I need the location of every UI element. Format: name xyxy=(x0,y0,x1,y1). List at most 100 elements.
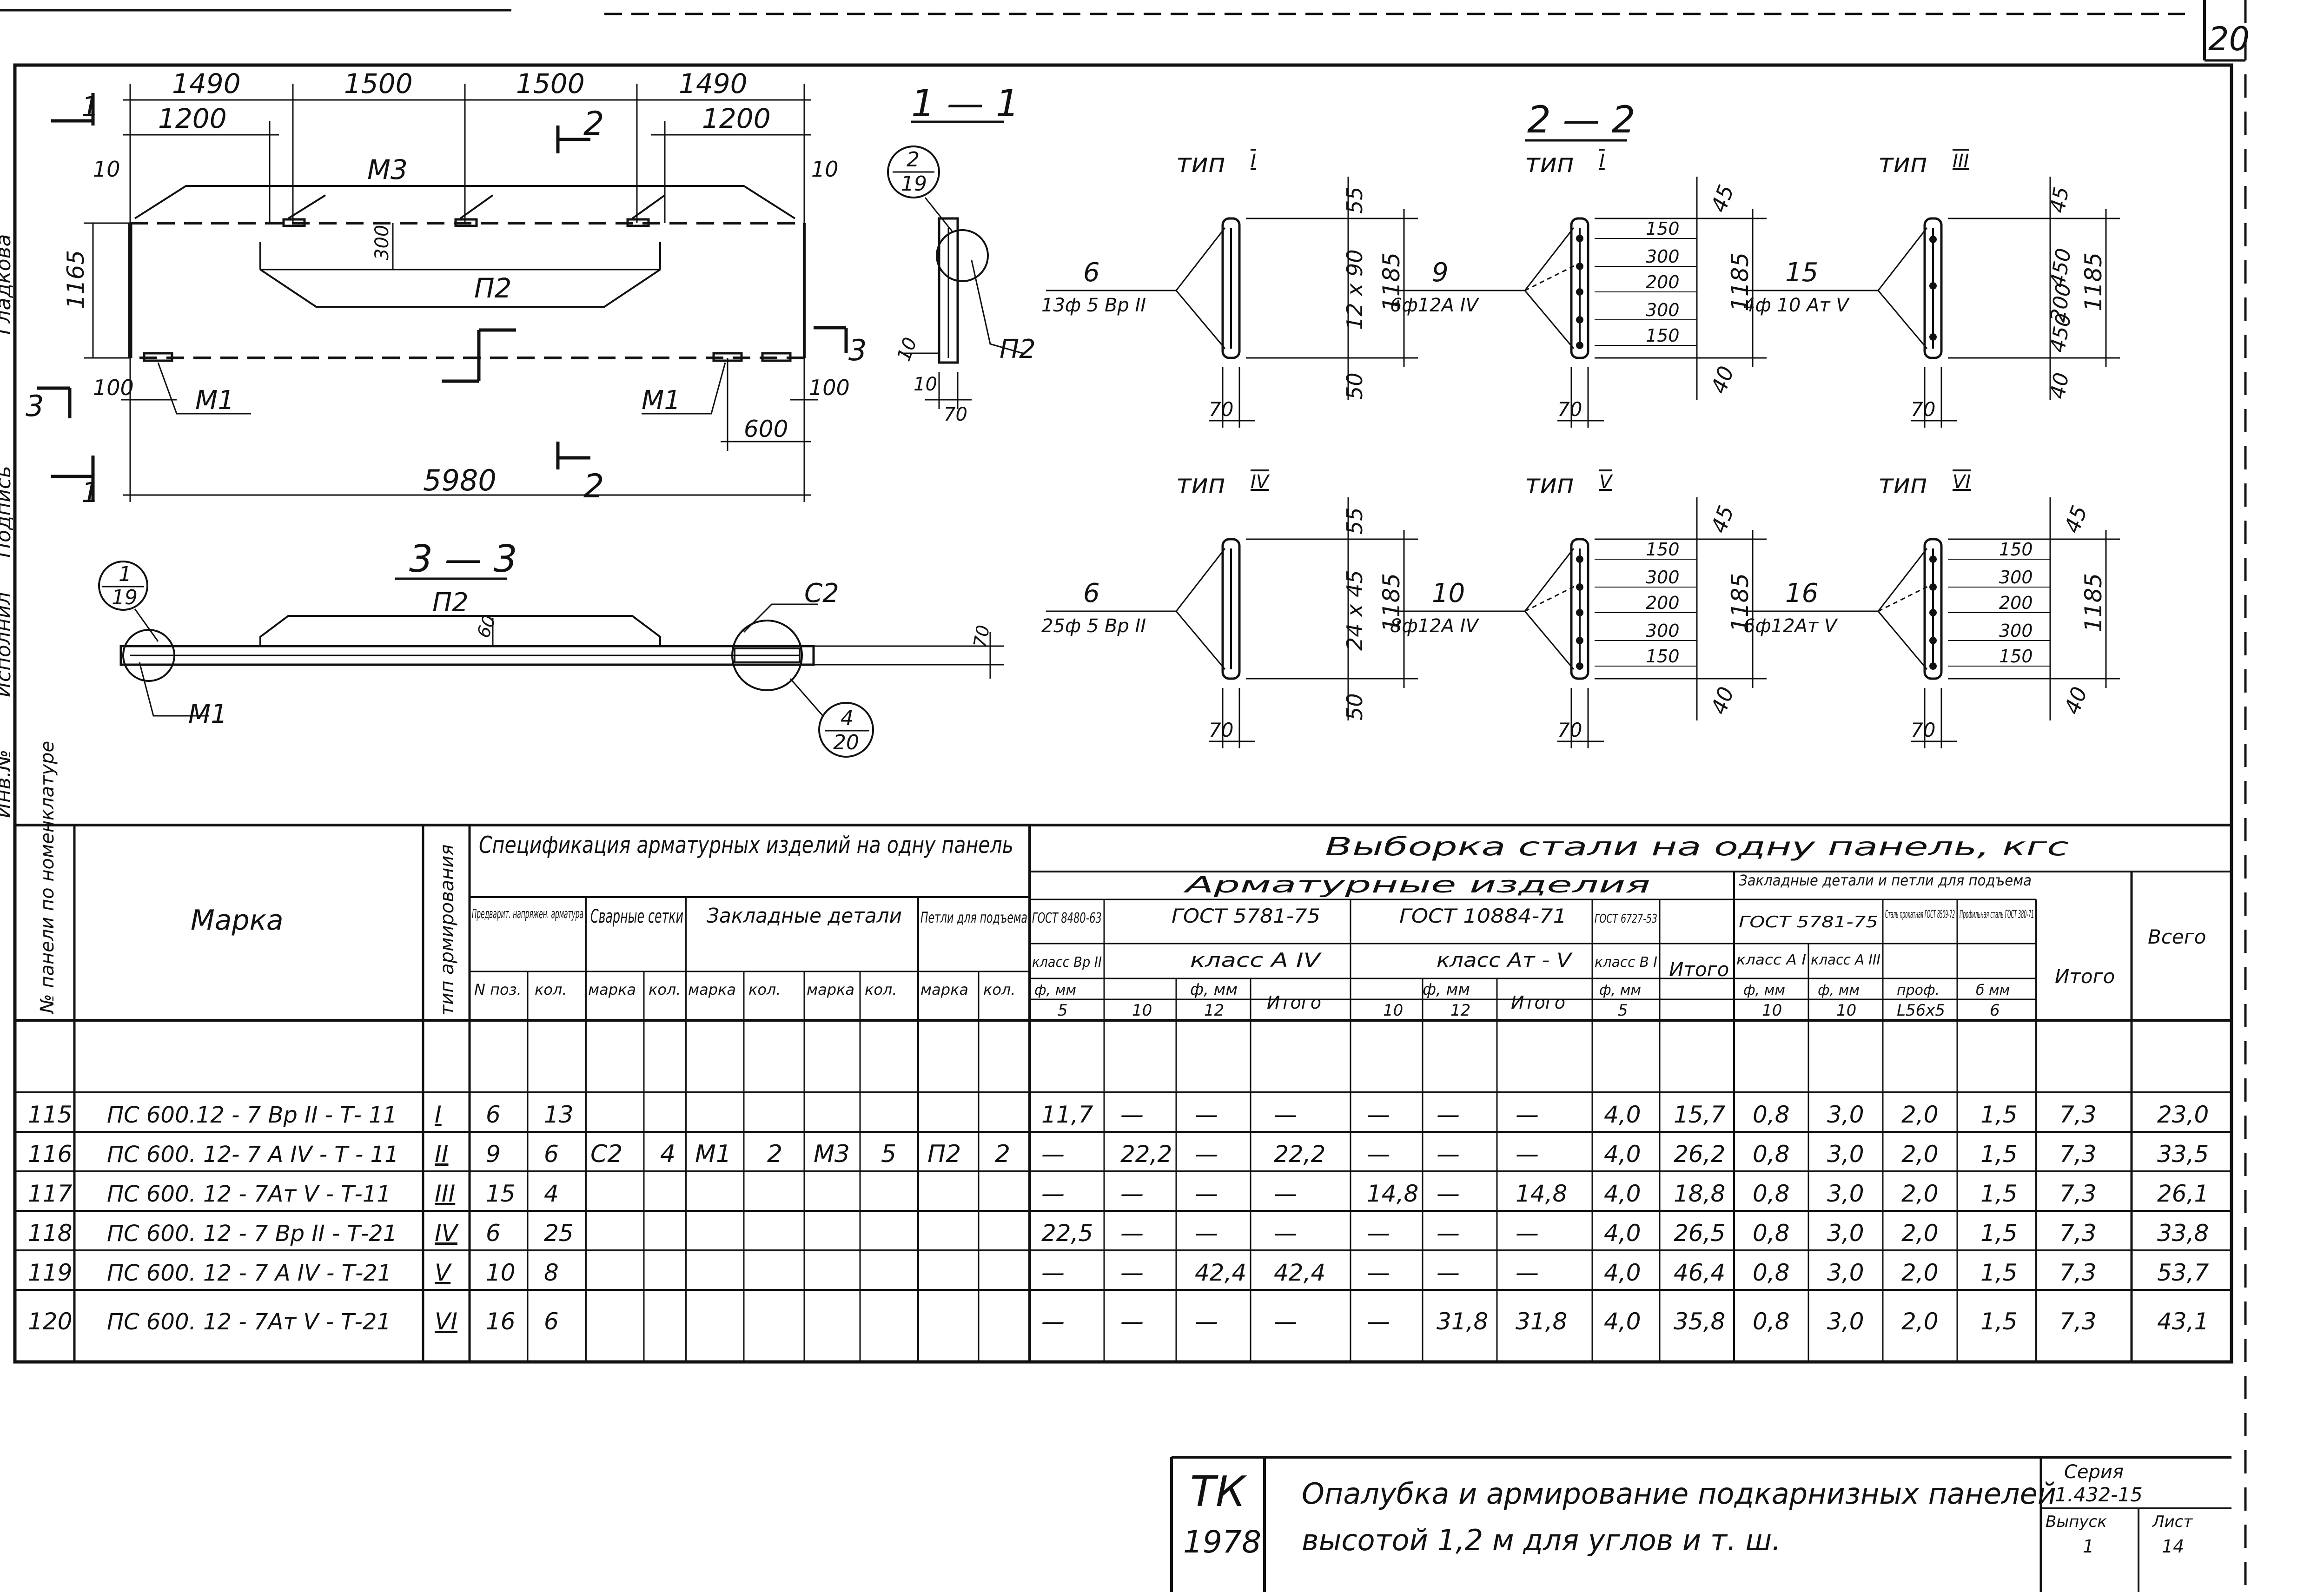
row-steel-a-total: — xyxy=(1274,1220,1297,1247)
bar-leader xyxy=(1524,548,1575,670)
sheet-value: 14 xyxy=(2162,1536,2184,1557)
row-steel-a10: — xyxy=(1120,1308,1144,1335)
row-count: 8 xyxy=(544,1259,559,1286)
type-label: тип xyxy=(1176,469,1225,499)
row-panel-no: 115 xyxy=(28,1101,72,1128)
dim-bottom: 40 xyxy=(2059,683,2092,717)
section-3-3-70: 70 xyxy=(970,623,994,649)
section-3-3-m1: М1 xyxy=(188,699,227,729)
shared-m1-kol: 2 xyxy=(767,1140,782,1168)
header-gost10884: ГОСТ 10884-71 xyxy=(1399,905,1567,927)
plan-labels: 1490 1500 1500 1490 1200 1200 М3 П2 1165… xyxy=(26,68,867,509)
bar-dot xyxy=(1576,342,1583,349)
bar-spacing: 150 xyxy=(1646,218,1680,239)
bar-dot xyxy=(1576,583,1583,591)
bar-position: 6 xyxy=(1083,578,1100,608)
row-steel-at12: — xyxy=(1437,1220,1460,1247)
plan-10-left: 10 xyxy=(93,157,120,182)
margin-text-2: Исполнил xyxy=(0,592,15,697)
bar-spacing: 150 xyxy=(1646,646,1680,667)
row-steel-a10: 22,2 xyxy=(1120,1141,1172,1168)
row-steel-br: — xyxy=(1041,1259,1065,1286)
row-steel-a12: — xyxy=(1195,1101,1218,1128)
type-label: тип xyxy=(1525,148,1574,178)
bar-spacing: 300 xyxy=(1646,300,1680,320)
bar-spec: 6ф12Ат V xyxy=(1743,615,1838,637)
height-dim: 1185 xyxy=(2080,573,2107,632)
plan-dim-2: 1500 xyxy=(516,68,585,99)
header-itogo-at: Итого xyxy=(1511,992,1565,1013)
row-rebar-total: 26,2 xyxy=(1674,1141,1725,1168)
row-embed-aiii: 3,0 xyxy=(1827,1259,1864,1286)
bar-spec: 6ф12А IV xyxy=(1390,295,1479,316)
plan-total: 5980 xyxy=(423,463,497,497)
row-steel-at10: 14,8 xyxy=(1367,1180,1418,1207)
title-line-2: высотой 1,2 м для углов и т. ш. xyxy=(1302,1523,1781,1557)
row-count: 6 xyxy=(544,1141,559,1168)
bar-position: 16 xyxy=(1785,578,1818,608)
type-roman: V xyxy=(1599,471,1613,493)
dim-bottom: 50 xyxy=(1342,372,1367,400)
dim-value: 45 xyxy=(2046,185,2074,215)
row-count: 4 xyxy=(544,1180,559,1207)
header-mark: Марка xyxy=(191,904,284,937)
bar-dot xyxy=(1576,637,1583,644)
sheet-label: Лист xyxy=(2152,1513,2193,1531)
row-panel-no: 118 xyxy=(28,1220,72,1247)
row-embed-total: 7,3 xyxy=(2059,1180,2097,1207)
header-gost6727: ГОСТ 6727-53 xyxy=(1595,912,1657,926)
dim-top: 45 xyxy=(1706,181,1739,215)
panel-section xyxy=(1570,217,1589,359)
header-kol-4: кол. xyxy=(865,981,897,998)
bar-dot xyxy=(1929,662,1937,670)
shared-c-kol: 4 xyxy=(660,1140,675,1168)
bar-spec: 8ф12А IV xyxy=(1390,615,1479,637)
bar-leader xyxy=(1877,548,1928,670)
row-grand-total: 23,0 xyxy=(2157,1101,2209,1128)
bottom-dim: 70 xyxy=(1557,398,1582,421)
dim-top: 45 xyxy=(2059,502,2092,536)
section-1-1-labels: 1 — 1 2 19 П2 10 10 70 xyxy=(893,82,1036,425)
height-dim: 1185 xyxy=(1727,252,1754,311)
subheader-value: 12 xyxy=(1450,1001,1470,1020)
row-rebar-total: 35,8 xyxy=(1674,1308,1725,1335)
header-marka-2: марка xyxy=(688,981,736,998)
row-steel-b5: 4,0 xyxy=(1604,1220,1641,1247)
header-gost5781b: ГОСТ 5781-75 xyxy=(1739,913,1878,931)
plan-section-1-bottom: 1 xyxy=(81,476,99,509)
margin-text-0: Гладкова xyxy=(0,234,15,335)
section-3-3-c2: С2 xyxy=(804,578,839,608)
bar-dot xyxy=(1929,333,1937,341)
bar-dot xyxy=(1929,236,1937,243)
plan-dim-1200-right: 1200 xyxy=(702,103,771,134)
bar-leader xyxy=(1524,585,1576,612)
row-embed-ai: 0,8 xyxy=(1753,1220,1790,1247)
header-classAI: класс А I xyxy=(1736,952,1806,968)
issue-label: Выпуск xyxy=(2046,1513,2107,1531)
row-panel-no: 120 xyxy=(28,1308,72,1335)
row-steel-at10: — xyxy=(1367,1308,1390,1335)
bar-spec: 4ф 10 Ат V xyxy=(1743,295,1850,316)
row-steel-at12: — xyxy=(1437,1141,1460,1168)
header-welded: Сварные сетки xyxy=(590,906,683,927)
bar-spacing: 200 xyxy=(1646,272,1680,292)
plan-p2: П2 xyxy=(474,272,512,304)
row-grand-total: 33,8 xyxy=(2157,1220,2209,1247)
subheader-value: 6 xyxy=(1990,1001,2000,1020)
bar-spacing: 300 xyxy=(1646,621,1680,641)
row-embed-profile: 2,0 xyxy=(1901,1180,1939,1207)
header-phimm-4: ф, мм xyxy=(1743,982,1785,998)
row-steel-at-total: 14,8 xyxy=(1516,1180,1567,1207)
bottom-dim: 70 xyxy=(1911,398,1935,421)
bar-dot xyxy=(1576,235,1583,242)
type-roman: IV xyxy=(1251,471,1270,493)
bar-spec: 25ф 5 Вр II xyxy=(1041,615,1146,637)
title-year: 1978 xyxy=(1183,1524,1261,1560)
type-roman: III xyxy=(1953,151,1969,172)
header-kol-2: кол. xyxy=(649,981,681,998)
sheet-edge-marks xyxy=(0,0,2247,1592)
plan-section-3-right: 3 xyxy=(848,333,867,367)
header-phimm-0: ф, мм xyxy=(1034,982,1076,998)
